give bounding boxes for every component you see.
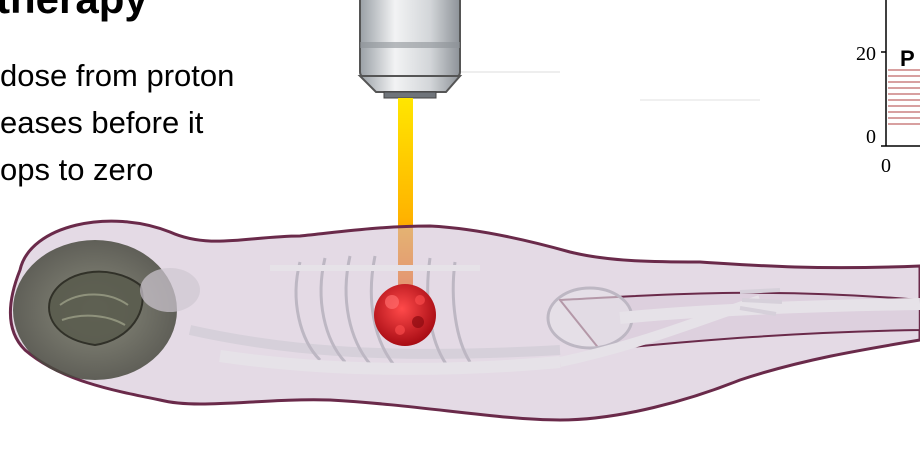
microscope-objective-icon xyxy=(360,0,460,98)
y-tick-20: 20 xyxy=(856,43,876,65)
curve-label: P xyxy=(900,46,915,71)
x-tick-0: 0 xyxy=(881,155,891,177)
depth-dose-plot-fragment: 20 0 0 P xyxy=(820,0,920,200)
tumor xyxy=(374,284,436,346)
y-tick-0: 0 xyxy=(866,126,876,148)
dose-curve-lines xyxy=(888,70,920,124)
